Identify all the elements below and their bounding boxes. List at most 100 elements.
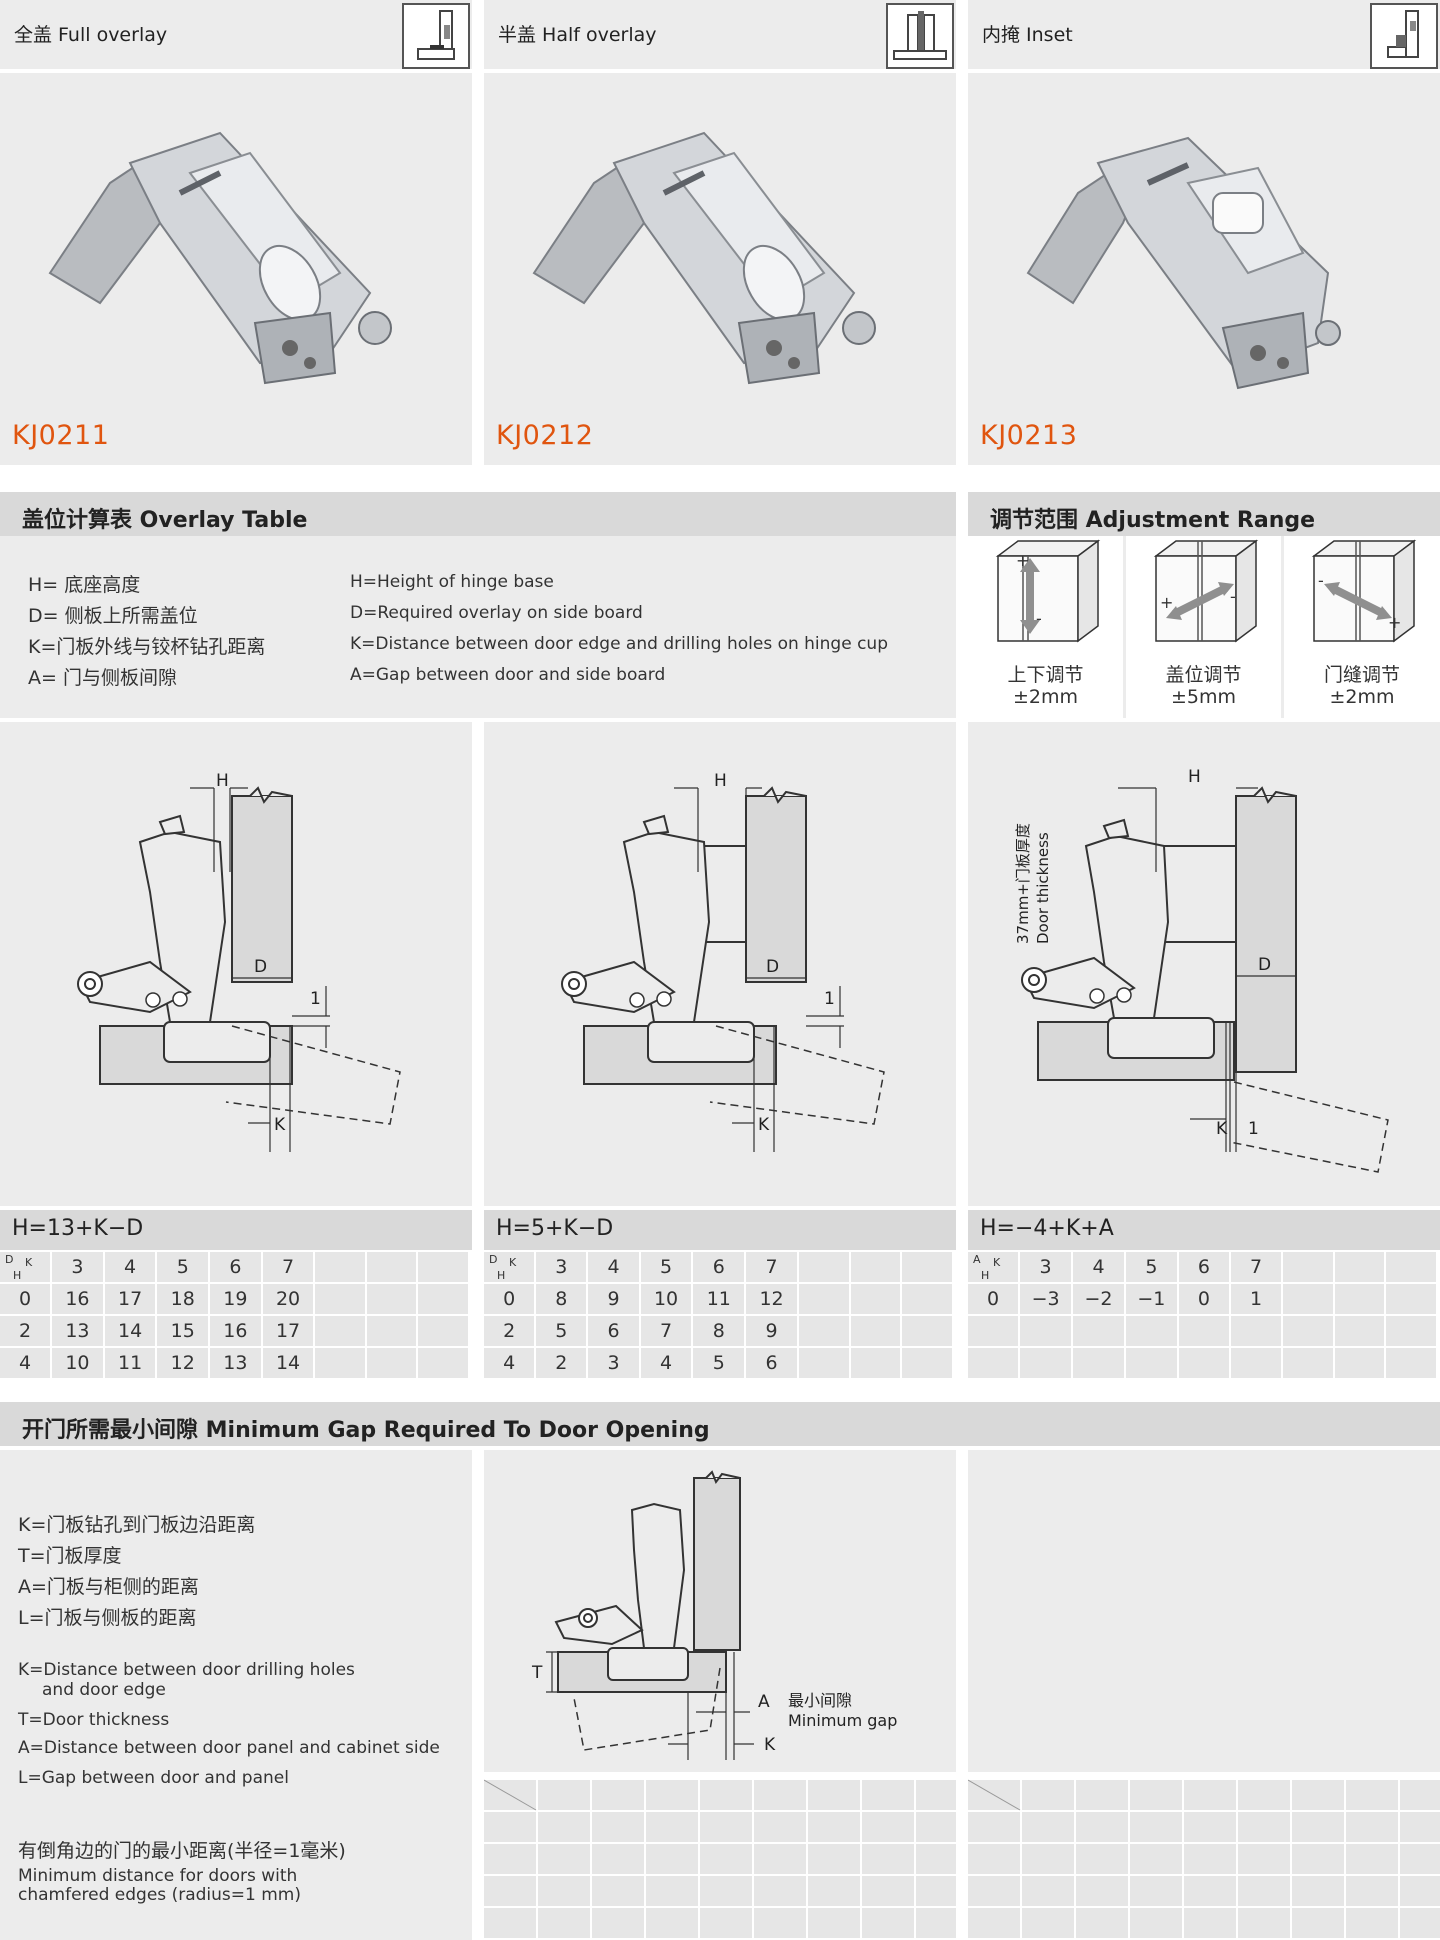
svg-text:K: K (764, 1735, 776, 1755)
vertical-adjust-icon: + - (995, 539, 1101, 643)
svg-text:37mm+门板厚度: 37mm+门板厚度 (1014, 823, 1032, 944)
svg-text:D: D (766, 957, 779, 977)
grid-cell (1076, 1908, 1128, 1938)
table-row: 4 2 3 4 5 6 (484, 1348, 952, 1378)
overlay-table-1: H=13+K−D D H K 3 4 5 6 7 0 16 17 18 19 2… (0, 1210, 472, 1378)
grid-cell (1184, 1812, 1236, 1842)
product-image-area-2: KJ0212 (484, 73, 956, 465)
product-panel-2: 半盖 Half overlay KJ0212 (484, 0, 956, 465)
grid-cell (754, 1908, 806, 1938)
gap-adjust-icon: - + (1311, 539, 1417, 643)
table-row: 0 8 9 10 11 12 (484, 1284, 952, 1314)
product-code-1: KJ0211 (12, 420, 110, 451)
adjustment-range-title: 调节范围 Adjustment Range (990, 508, 1316, 533)
table-header-cell: 5 (157, 1252, 209, 1282)
overlay-table-3: H=−4+K+A A H K 3 4 5 6 7 0 −3 −2 −1 0 1 (968, 1210, 1440, 1378)
grid-cell (1022, 1908, 1074, 1938)
grid-cell (1400, 1844, 1440, 1874)
grid-cell (646, 1908, 698, 1938)
svg-text:+: + (1160, 593, 1173, 612)
min-gap-grid-1 (484, 1778, 956, 1940)
grid-cell (538, 1844, 590, 1874)
hinge-photo-1 (48, 131, 392, 385)
grid-cell (1130, 1908, 1182, 1938)
grid-cell (916, 1876, 956, 1906)
grid-cell (700, 1876, 752, 1906)
grid-cell (592, 1908, 644, 1938)
grid-cell (968, 1908, 1020, 1938)
grid-cell (916, 1844, 956, 1874)
svg-text:A: A (758, 1692, 770, 1712)
grid-cell (1076, 1876, 1128, 1906)
adjust-vertical-label: 上下调节 (1007, 664, 1084, 686)
grid-cell (1238, 1908, 1290, 1938)
gap-t-zh: T=门板厚度 (18, 1545, 122, 1567)
gap-k-zh: K=门板钻孔到门板边沿距离 (18, 1514, 256, 1536)
table-row: D H K 3 4 5 6 7 (484, 1252, 952, 1282)
svg-text:最小间隙: 最小间隙 (788, 1691, 852, 1710)
table-row (968, 1348, 1436, 1378)
grid-cell (754, 1844, 806, 1874)
grid-cell (700, 1812, 752, 1842)
product-header-1: 全盖 Full overlay (0, 0, 472, 69)
grid-cell (1292, 1780, 1344, 1810)
min-gap-diagram: T A K 最小间隙 Minimum gap (484, 1450, 956, 1772)
grid-cell (916, 1908, 956, 1938)
svg-text:Door thickness: Door thickness (1034, 832, 1052, 944)
table-header-cell: 4 (588, 1252, 639, 1282)
grid-cell (1346, 1876, 1398, 1906)
overlay-adjust-icon: + - (1153, 539, 1259, 643)
formula-3: H=−4+K+A (980, 1216, 1114, 1241)
grid-cell (968, 1876, 1020, 1906)
gap-l-zh: L=门板与侧板的距离 (18, 1607, 197, 1629)
product-image-area-1: KJ0211 (0, 73, 472, 465)
svg-text:+: + (1016, 551, 1029, 570)
grid-cell (1400, 1908, 1440, 1938)
svg-text:1: 1 (310, 989, 321, 1009)
product-title-3: 内掩 Inset (982, 24, 1073, 46)
table-header-cell: 5 (1125, 1252, 1177, 1282)
grid-cell (916, 1812, 956, 1842)
table-corner: D H K (0, 1252, 51, 1282)
svg-text:-: - (1318, 571, 1324, 590)
grid-cell (700, 1908, 752, 1938)
gap-k-en-2: and door edge (42, 1680, 166, 1700)
grid-cell (968, 1844, 1020, 1874)
hinge-photo-2 (532, 131, 876, 385)
product-header-2: 半盖 Half overlay (484, 0, 956, 69)
grid-cell (592, 1812, 644, 1842)
gap-l-en: L=Gap between door and panel (18, 1768, 289, 1788)
svg-text:K: K (1216, 1119, 1228, 1139)
adjustment-range-header: 调节范围 Adjustment Range (968, 492, 1440, 536)
table-header-cell: 7 (262, 1252, 314, 1282)
table-header-cell: 3 (1020, 1252, 1072, 1282)
overlay-table-title: 盖位计算表 Overlay Table (22, 508, 308, 533)
table-header-cell: 3 (536, 1252, 587, 1282)
svg-text:K: K (758, 1115, 770, 1135)
min-gap-title: 开门所需最小间隙 Minimum Gap Required To Door Op… (22, 1418, 710, 1443)
grid-cell (968, 1812, 1020, 1842)
grid-cell (484, 1844, 536, 1874)
min-gap-empty-panel (968, 1450, 1440, 1772)
gap-k-en-1: K=Distance between door drilling holes (18, 1660, 355, 1680)
legend-a-zh: A= 门与侧板间隙 (28, 667, 177, 689)
table-row: 4 10 11 12 13 14 (0, 1348, 468, 1378)
adjust-gap-cell: - + 门缝调节 ±2mm (1284, 536, 1440, 719)
legend-k-zh: K=门板外线与铰杯钻孔距离 (28, 636, 266, 658)
grid-cell (592, 1780, 644, 1810)
grid-cell (1184, 1876, 1236, 1906)
formula-bar-1: H=13+K−D (0, 1210, 472, 1250)
grid-cell (1130, 1780, 1182, 1810)
adjust-gap-range: ±2mm (1329, 686, 1395, 708)
grid-cell (1346, 1908, 1398, 1938)
grid-cell (1022, 1876, 1074, 1906)
table-header-cell: 4 (1073, 1252, 1124, 1282)
grid-cell (862, 1780, 914, 1810)
half-overlay-icon (886, 3, 954, 69)
table-header-cell: 7 (746, 1252, 797, 1282)
adjust-overlay-label: 盖位调节 (1165, 664, 1242, 686)
legend-h-en: H=Height of hinge base (350, 572, 554, 592)
grid-cell (1346, 1844, 1398, 1874)
grid-cell (1238, 1844, 1290, 1874)
grid-cell (484, 1908, 536, 1938)
